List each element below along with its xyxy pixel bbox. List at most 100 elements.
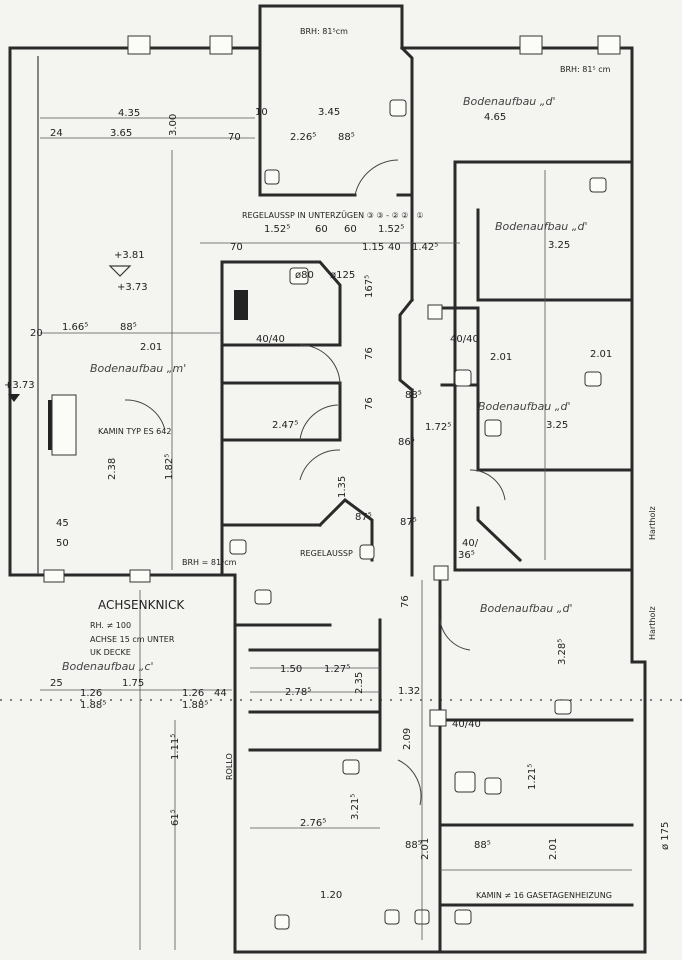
dim-865: 86⁵ [398, 437, 415, 448]
outer-walls [0, 4, 682, 954]
dim-885e: 88⁵ [474, 840, 491, 851]
dim-885d: 88⁵ [405, 840, 422, 851]
dim-435: 4.35 [118, 108, 140, 119]
dim-2765: 2.76⁵ [300, 818, 326, 829]
dim-345: 3.45 [318, 107, 340, 118]
window-blocks [43, 35, 621, 583]
dim-o175: ø 175 [660, 822, 671, 850]
dim-3215: 3.21⁵ [350, 794, 361, 820]
dim-325a: 3.25 [548, 240, 570, 251]
dim-365b: 36⁵ [458, 550, 475, 561]
dim-238: 2.38 [107, 458, 118, 480]
label-regelaussp-short: REGELAUSSP [300, 549, 353, 558]
dimension-lines [40, 117, 632, 950]
dim-135: 1.35 [337, 476, 348, 498]
room-labels: Bodenaufbau „d' Bodenaufbau „d' Bodenauf… [4, 27, 657, 900]
dim-76a: 76 [364, 347, 375, 360]
label-achsenknick: ACHSENKNICK [98, 598, 185, 612]
dim-885a: 88⁵ [338, 132, 355, 143]
interior-walls [220, 45, 634, 954]
label-bodenaufbau-d-3: Bodenaufbau „d' [478, 400, 570, 413]
label-bodenaufbau-d-4: Bodenaufbau „d' [480, 602, 572, 615]
label-hartholz-2: Hartholz [648, 606, 657, 640]
label-column-40: 40/ [462, 538, 479, 549]
door-swings [124, 159, 506, 806]
dim-1425: 1.42⁵ [412, 242, 438, 253]
dim-209: 2.09 [402, 728, 413, 750]
label-brh-mid: BRH = 81⁵cm [182, 558, 237, 567]
dim-76c: 76 [400, 595, 411, 608]
dim-235: 2.35 [354, 672, 365, 694]
dim-1665: 1.66⁵ [62, 322, 88, 333]
label-bodenaufbau-d-2: Bodenaufbau „d' [495, 220, 587, 233]
fixtures [51, 99, 607, 930]
label-regelaussp: REGELAUSSP IN UNTERZÜGEN ③ ③ - ② ② - ① [242, 210, 424, 220]
label-level-381: +3.81 [114, 250, 145, 261]
dim-1825: 1.82⁵ [164, 454, 175, 480]
dim-1885a: 1.88⁵ [80, 700, 106, 711]
dim-201b: 2.01 [590, 349, 612, 360]
dim-1525b: 1.52⁵ [378, 224, 404, 235]
dim-1115: 1.11⁵ [170, 734, 181, 760]
dim-1885b: 1.88⁵ [182, 700, 208, 711]
label-rh100: RH. ≠ 100 [90, 621, 131, 630]
dim-465: 4.65 [484, 112, 506, 123]
label-column-4040-c: 40/40 [452, 719, 481, 730]
dim-201a: 2.01 [490, 352, 512, 363]
dim-o125: ø125 [330, 270, 355, 281]
dim-2785: 2.78⁵ [285, 687, 311, 698]
dim-25: 25 [50, 678, 63, 689]
dim-885c: 88⁵ [405, 390, 422, 401]
dim-70a: 70 [228, 132, 241, 143]
dim-325b: 3.25 [546, 420, 568, 431]
label-kamin-16: KAMIN ≠ 16 GASETAGENHEIZUNG [476, 891, 612, 900]
dim-24: 24 [50, 128, 63, 139]
dim-126a: 1.26 [80, 688, 102, 699]
dim-2475: 2.47⁵ [272, 420, 298, 431]
label-column-4040-a: 40/40 [256, 334, 285, 345]
dim-615: 61⁵ [170, 809, 181, 826]
dim-875a: 87⁵ [355, 512, 372, 523]
label-kamin-typ: KAMIN TYP ES 642 [98, 427, 171, 436]
dim-20: 20 [30, 328, 43, 339]
dim-70b: 70 [230, 242, 243, 253]
dim-132: 1.32 [398, 686, 420, 697]
dim-2265: 2.26⁵ [290, 132, 316, 143]
dim-300: 3.00 [168, 114, 179, 136]
dim-76b: 76 [364, 397, 375, 410]
dim-885b: 88⁵ [120, 322, 137, 333]
label-level-373-left: +3.73 [4, 380, 35, 391]
dim-126b: 1.26 [182, 688, 204, 699]
dim-1215: 1.21⁵ [527, 764, 538, 790]
dim-115: 1.15 [362, 242, 384, 253]
label-level-373: +3.73 [117, 282, 148, 293]
dim-201e: 2.01 [548, 838, 559, 860]
level-marks [8, 265, 132, 402]
label-hartholz-1: Hartholz [648, 506, 657, 540]
label-brh-top: BRH: 81⁵cm [300, 27, 348, 36]
dim-1525a: 1.52⁵ [264, 224, 290, 235]
dim-45: 45 [56, 518, 69, 529]
label-brh-right: BRH: 81⁵ cm [560, 65, 611, 74]
label-bodenaufbau-c: Bodenaufbau „c' [62, 660, 154, 673]
label-achse: ACHSE 15 cm UNTER [90, 635, 175, 644]
dim-60b: 60 [344, 224, 357, 235]
label-column-4040-b: 40/40 [450, 334, 479, 345]
label-rollo: ROLLO [225, 753, 234, 780]
dim-875b: 87⁵ [400, 517, 417, 528]
label-bodenaufbau-d-1: Bodenaufbau „d' [463, 95, 555, 108]
dim-175: 1.75 [122, 678, 144, 689]
dim-201c: 2.01 [140, 342, 162, 353]
dim-201d: 2.01 [420, 838, 431, 860]
dim-60a: 60 [315, 224, 328, 235]
dim-365: 3.65 [110, 128, 132, 139]
dim-44: 44 [214, 688, 227, 699]
dim-10a: 10 [255, 107, 268, 118]
dim-1675: 167⁵ [364, 275, 375, 298]
dim-40: 40 [388, 242, 401, 253]
dimension-labels: 3.45 2.26⁵ 88⁵ 4.35 3.65 3.00 24 70 10 4… [30, 107, 671, 901]
dim-1725: 1.72⁵ [425, 422, 451, 433]
label-bodenaufbau-m: Bodenaufbau „m' [90, 362, 186, 375]
dim-120: 1.20 [320, 890, 342, 901]
